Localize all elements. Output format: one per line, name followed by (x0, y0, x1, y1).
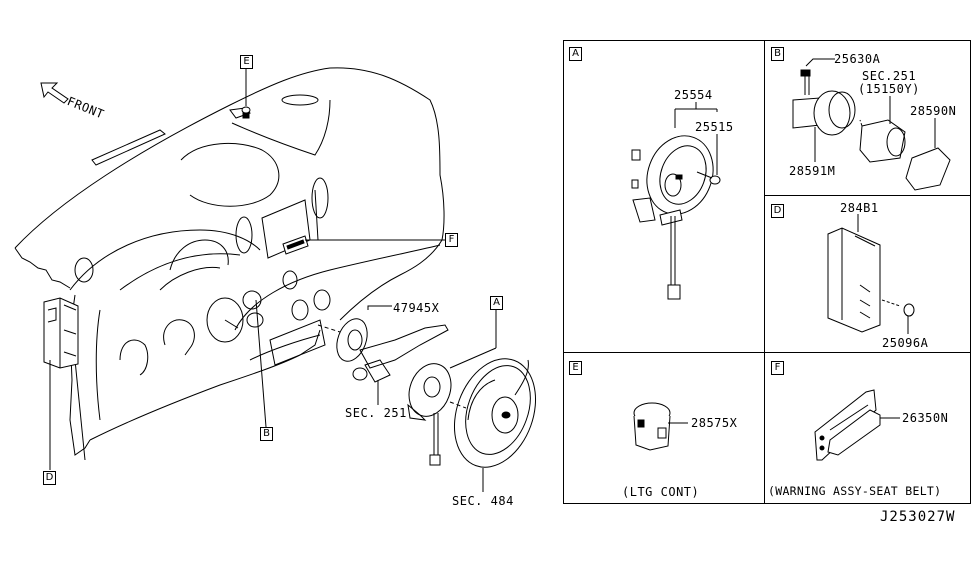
part-number-28591m[interactable]: 28591M (789, 164, 836, 178)
panel-b-label: B (771, 47, 784, 61)
part-e-location-icon (241, 106, 251, 119)
callout-b[interactable]: B (260, 427, 273, 441)
section-ref-251-detail[interactable]: SEC.251 (862, 69, 917, 83)
panel-row-divider-b-d (764, 195, 971, 196)
callout-e[interactable]: E (240, 55, 253, 69)
panel-a-label: A (569, 47, 582, 61)
panel-f-drawing (814, 389, 900, 461)
part-number-284b1[interactable]: 284B1 (840, 201, 879, 215)
part-number-15150y[interactable]: (15150Y) (858, 82, 920, 96)
part-number-25096a[interactable]: 25096A (882, 336, 929, 350)
panel-e-label: E (569, 361, 582, 375)
callout-f[interactable]: F (445, 233, 458, 247)
part-f-location-icon (282, 235, 309, 255)
combination-switch-drawing (317, 305, 537, 492)
panel-e-caption: (LTG CONT) (622, 485, 700, 499)
panel-a-drawing (631, 102, 721, 300)
panel-column-divider (764, 40, 765, 504)
panel-e-drawing (633, 402, 688, 451)
part-number-28590n[interactable]: 28590N (910, 104, 957, 118)
section-ref-251[interactable]: SEC. 251 (345, 406, 407, 420)
panel-b-drawing (792, 58, 951, 191)
part-number-25554[interactable]: 25554 (674, 88, 713, 102)
detail-panels-frame (563, 40, 971, 504)
figure-id: J253027W (880, 509, 956, 525)
front-arrow-icon (40, 82, 69, 104)
part-d-location-icon (43, 297, 79, 369)
part-number-28575x[interactable]: 28575X (691, 416, 738, 430)
instrument-panel-drawing (14, 67, 445, 461)
part-number-47945x[interactable]: 47945X (393, 301, 440, 315)
callout-a[interactable]: A (490, 296, 503, 310)
part-number-26350n[interactable]: 26350N (902, 411, 949, 425)
part-number-25630a[interactable]: 25630A (834, 52, 881, 66)
panel-row-divider-top-bottom (563, 352, 971, 353)
panel-d-drawing (827, 214, 915, 334)
panel-f-label: F (771, 361, 784, 375)
panel-f-caption: (WARNING ASSY-SEAT BELT) (768, 484, 942, 498)
part-number-25515[interactable]: 25515 (695, 120, 734, 134)
section-ref-484[interactable]: SEC. 484 (452, 494, 514, 508)
callout-d[interactable]: D (43, 471, 56, 485)
panel-d-label: D (771, 204, 784, 218)
